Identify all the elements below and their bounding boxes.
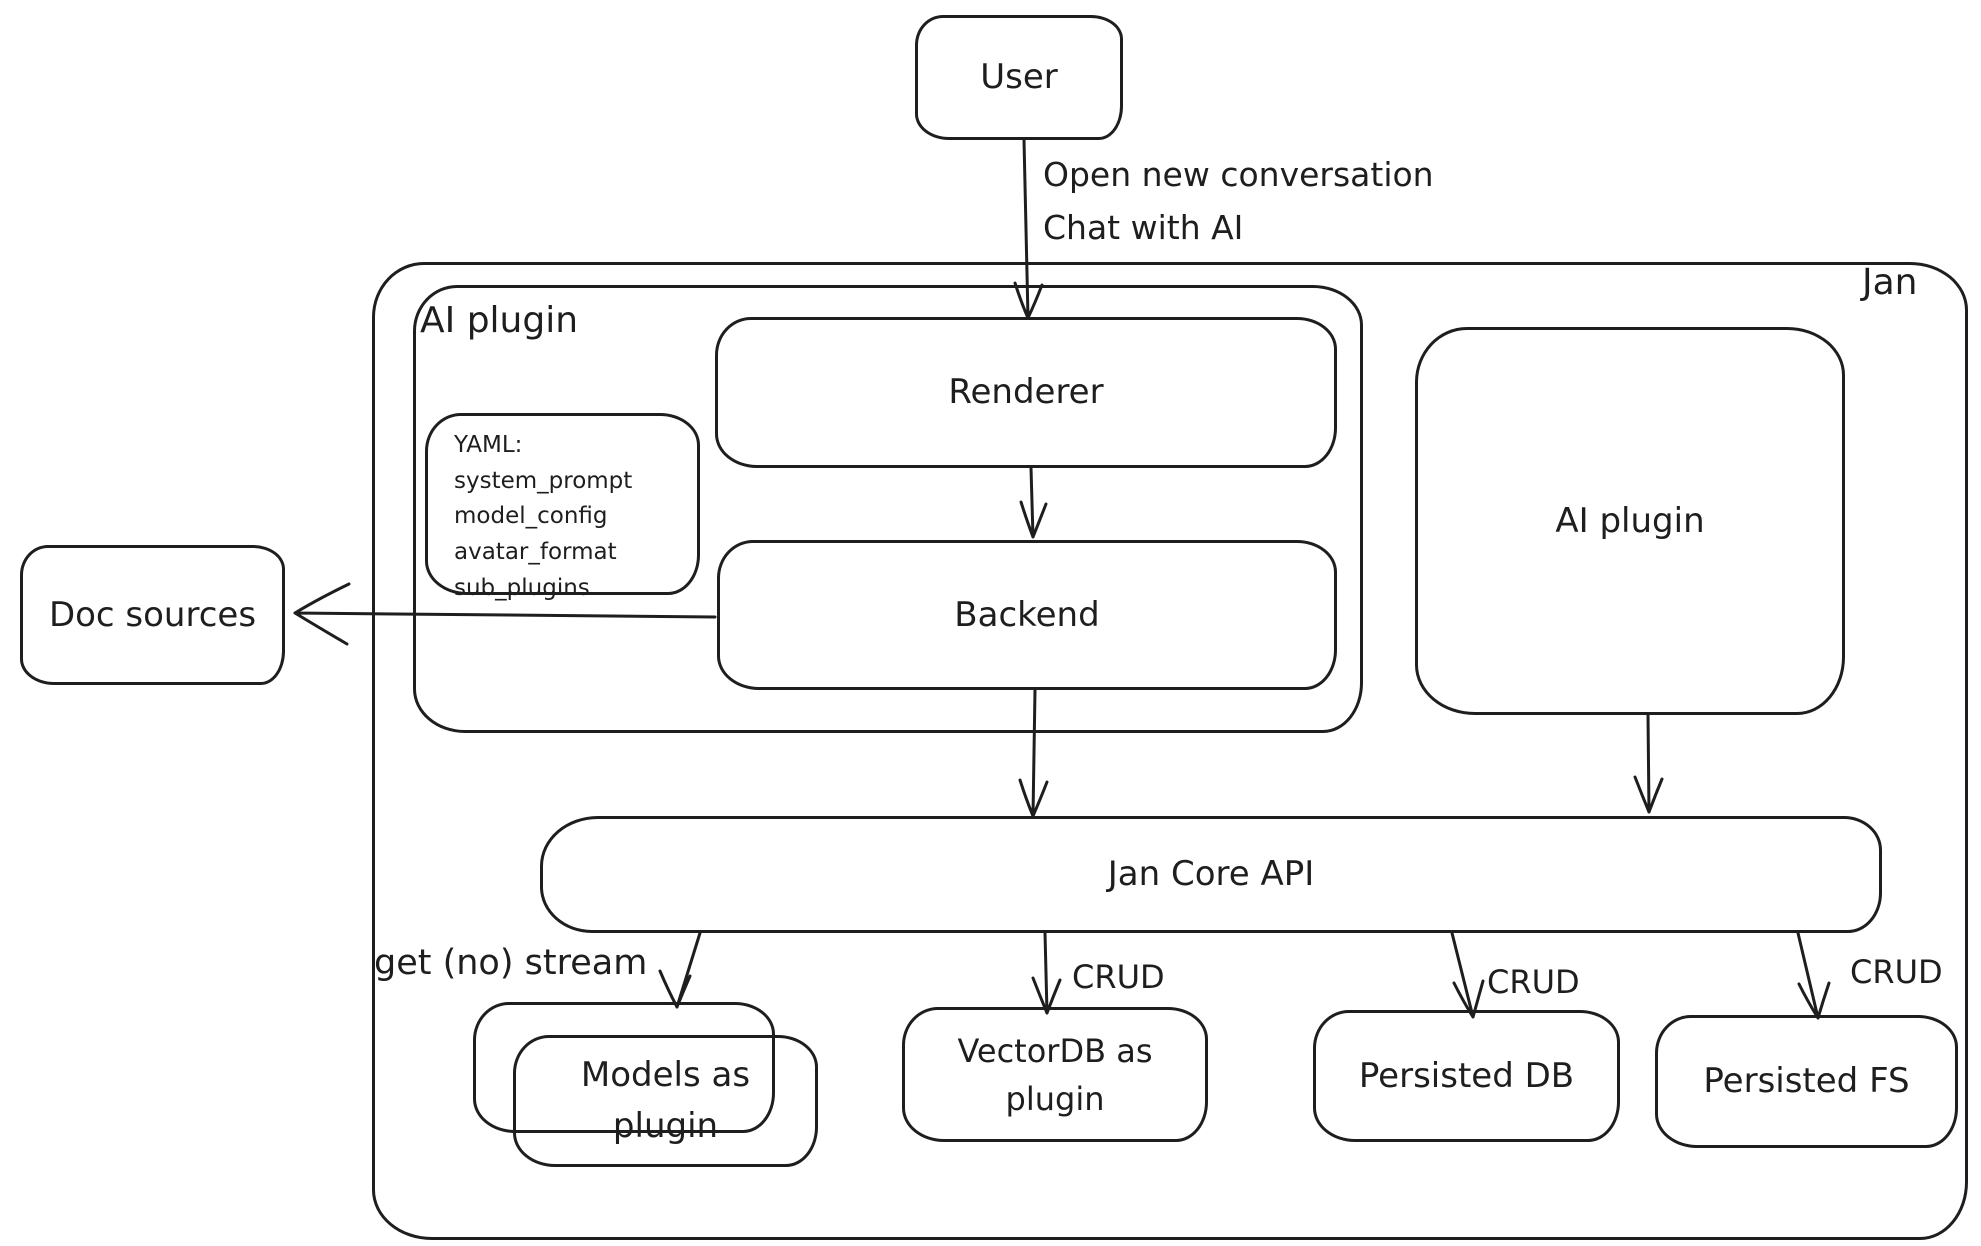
edge-label-line: Chat with AI [1043, 208, 1244, 248]
node-renderer: Renderer [715, 317, 1337, 468]
yaml-line: YAML: [454, 432, 523, 458]
yaml-line: sub_plugins [454, 574, 590, 601]
node-doc-sources-label: Doc sources [48, 594, 257, 635]
container-jan [372, 262, 1968, 1240]
node-models-plugin-label: Models as plugin [580, 1055, 751, 1146]
edge-label-get-no-stream: get (no) stream [374, 943, 648, 983]
yaml-line: model_config [454, 503, 608, 530]
node-vectordb-plugin-label: VectorDB as plugin [957, 1031, 1153, 1118]
node-renderer-label: Renderer [948, 372, 1104, 412]
node-persisted-db: Persisted DB [1313, 1010, 1620, 1142]
node-backend-label: Backend [954, 594, 1100, 635]
node-vectordb-plugin: VectorDB as plugin [902, 1007, 1208, 1142]
edge-label-crud-vectordb: CRUD [1072, 958, 1165, 996]
edge-label-user-to-jan: Open new conversation Chat with AI [1043, 148, 1434, 255]
node-ai-plugin-right-label: AI plugin [1555, 500, 1705, 541]
container-ai-plugin-left [413, 285, 1363, 733]
yaml-line: system_prompt [454, 467, 633, 494]
node-persisted-fs: Persisted FS [1655, 1015, 1958, 1148]
node-jan-core-api: Jan Core API [540, 816, 1882, 933]
node-backend: Backend [717, 540, 1337, 690]
node-user-label: User [980, 57, 1058, 97]
node-doc-sources: Doc sources [20, 545, 285, 685]
node-jan-core-api-label: Jan Core API [1107, 854, 1315, 894]
edge-label-crud-persisted-db: CRUD [1487, 963, 1580, 1001]
yaml-line: avatar_format [454, 538, 617, 565]
node-user: User [915, 15, 1123, 140]
node-persisted-db-label: Persisted DB [1358, 1055, 1575, 1096]
node-ai-plugin-right: AI plugin [1415, 327, 1845, 715]
container-jan-label: Jan [1862, 262, 1918, 303]
node-models-plugin: Models as plugin [513, 1035, 818, 1167]
edge-label-line: Open new conversation [1043, 155, 1434, 194]
container-ai-plugin-left-label: AI plugin [420, 300, 579, 341]
node-models-plugin-outer [473, 1002, 775, 1133]
node-yaml-note: YAML: system_prompt model_config avatar_… [425, 413, 700, 601]
node-persisted-fs-label: Persisted FS [1703, 1061, 1910, 1101]
edge-label-crud-persisted-fs: CRUD [1850, 953, 1943, 991]
